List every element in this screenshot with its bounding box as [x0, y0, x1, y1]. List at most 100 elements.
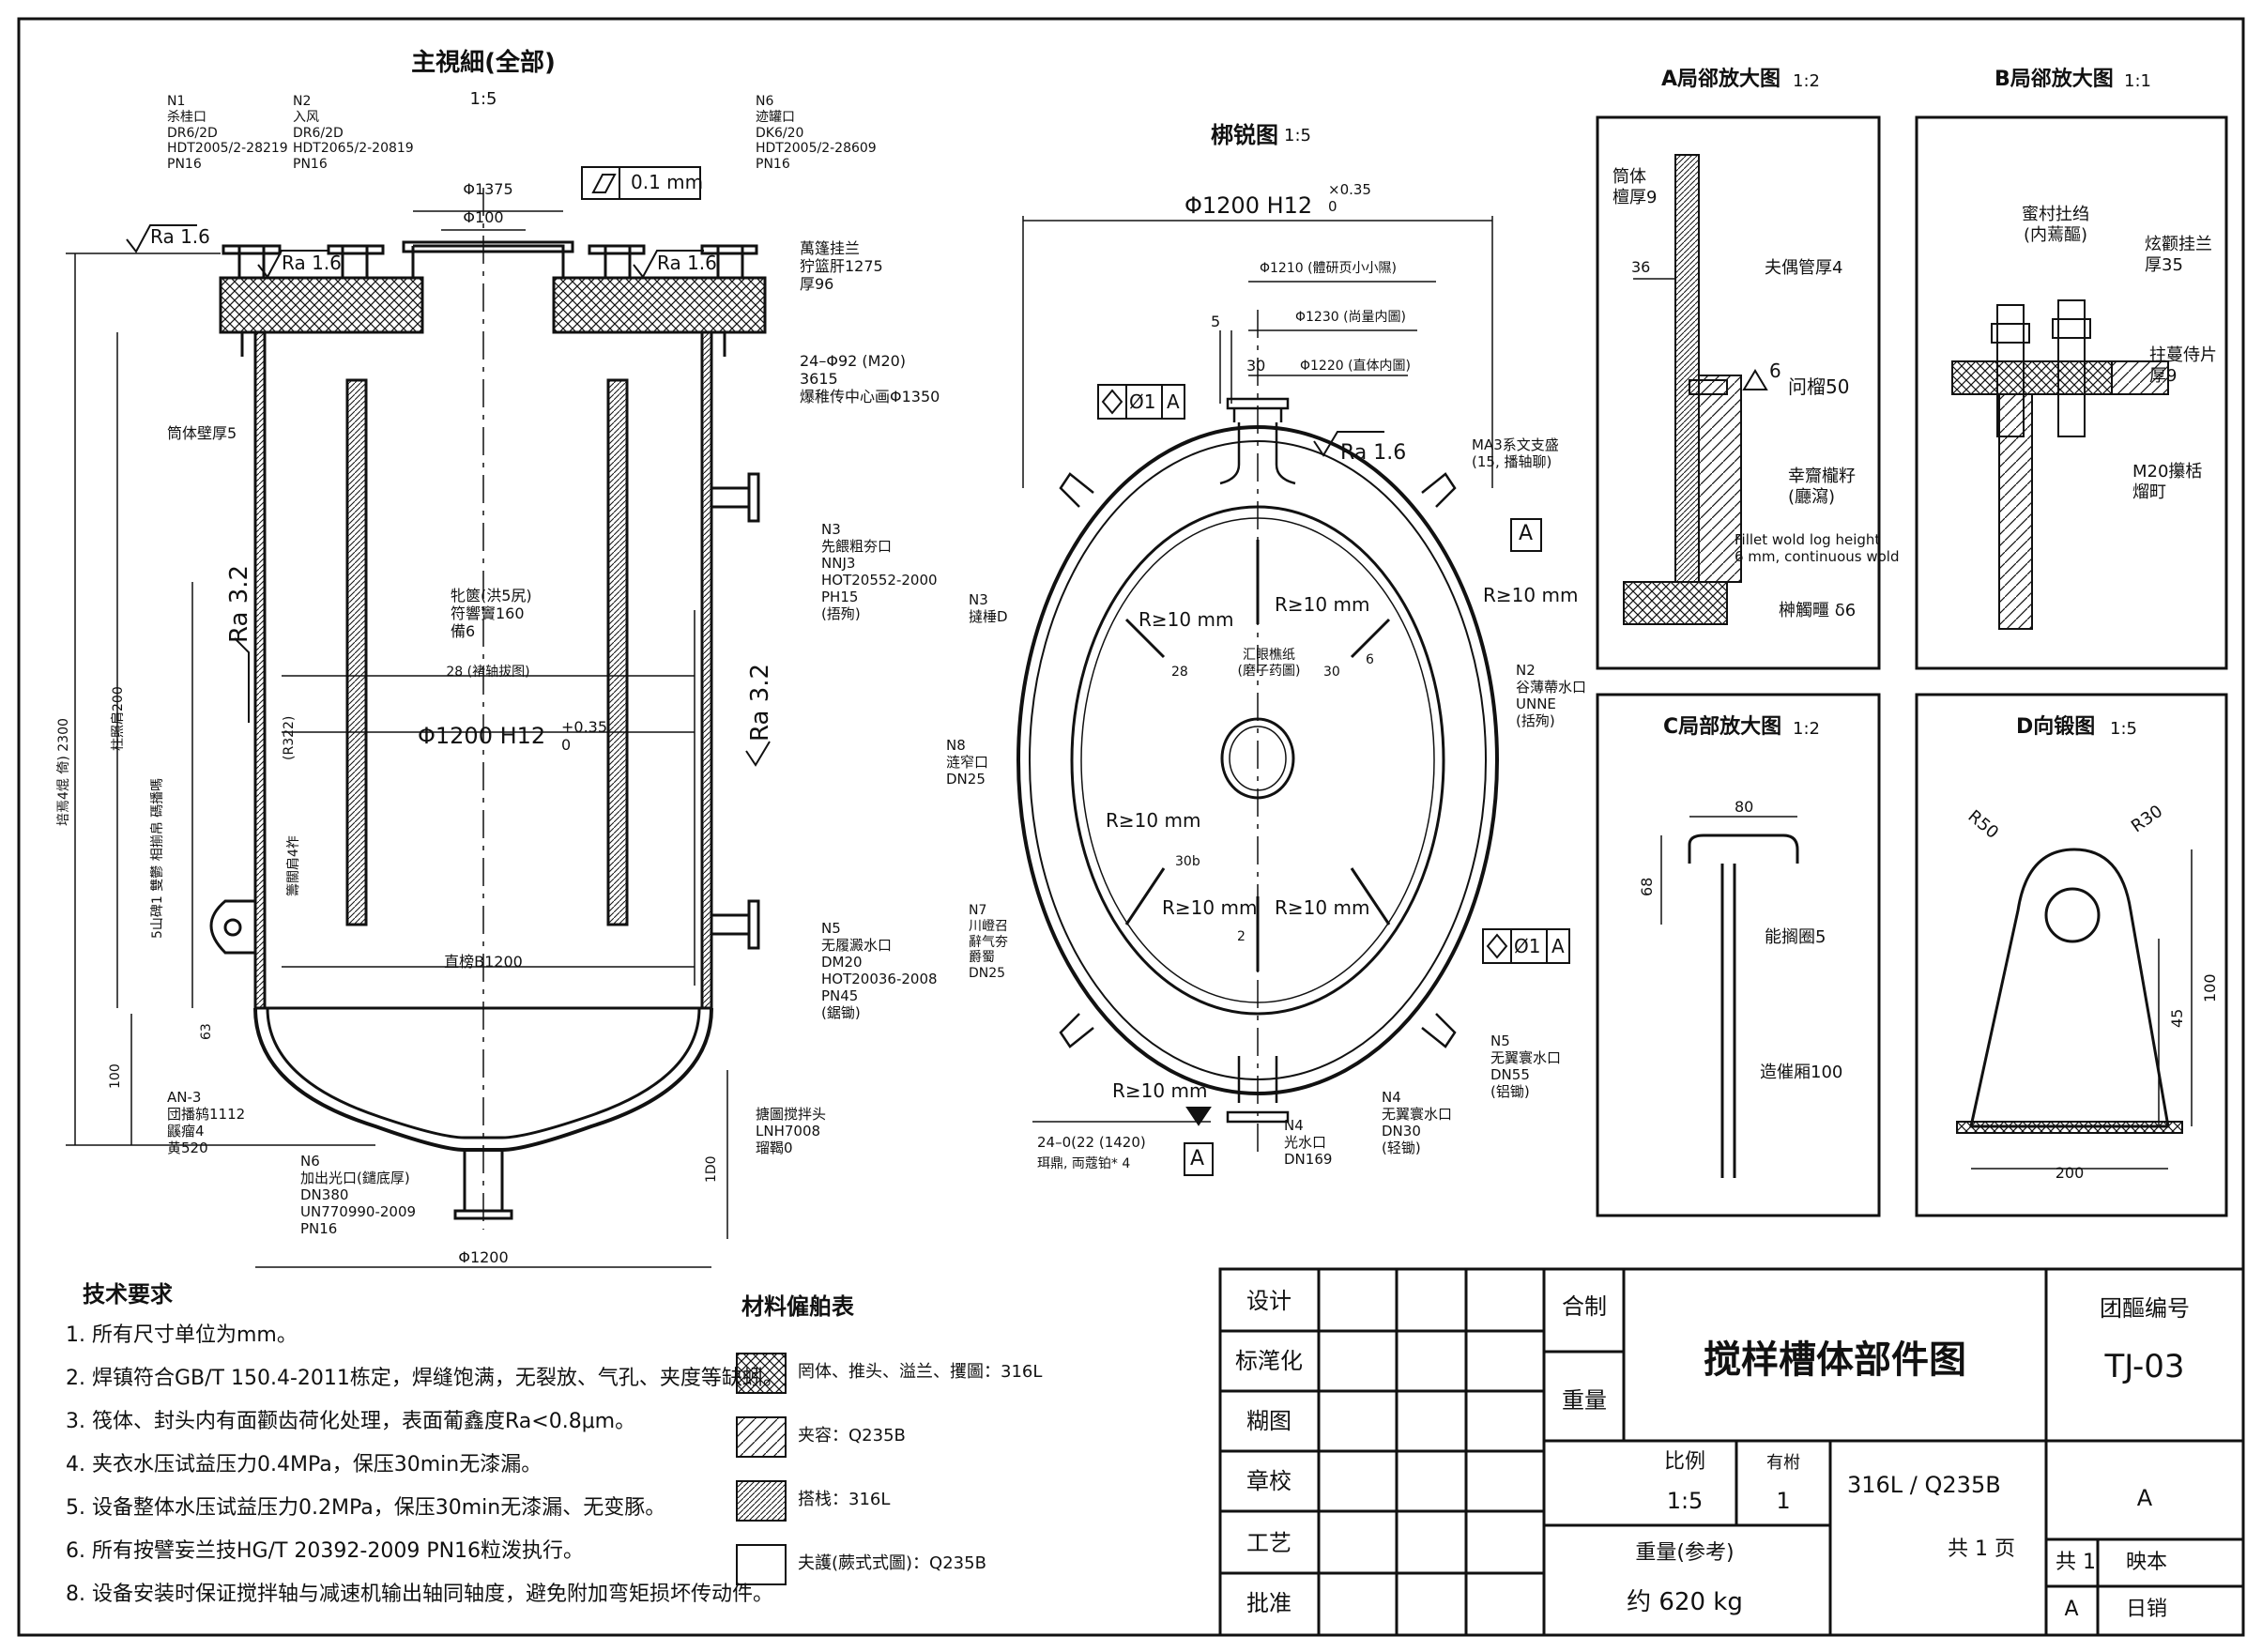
detail-a-scale: 1:2 [1793, 71, 1820, 91]
detail-d-title: D向锻图 [2016, 715, 2096, 739]
datum-a-box-bottom: A [1190, 1147, 1205, 1170]
detail-b-title: B局郤放大图 [1995, 68, 2114, 91]
baffle-gap: 28 (褚轴拔图) [446, 665, 530, 680]
dim-1230: Φ1230 (尚量内圖) [1295, 310, 1407, 325]
label-30: 30 [1323, 665, 1340, 680]
dim-100-right: 1D0 [704, 1155, 719, 1183]
material-item-2: 夹容：Q235B [798, 1426, 906, 1446]
tb-edition: 映本 [2126, 1551, 2168, 1574]
detail-d-scale: 1:5 [2110, 719, 2137, 739]
radius-outer: R≥10 mm [1483, 584, 1579, 606]
tb-total: 共 1 [2056, 1551, 2096, 1574]
tb-row-process: 工艺 [1246, 1530, 1291, 1556]
top-n2-label: N2 谷薄蔕水口 UNNE (括殉) [1516, 662, 1587, 729]
tb-scale-label: 比例 [1663, 1450, 1706, 1474]
detail-d-dim-100: 100 [2201, 973, 2219, 1002]
materials-heading: 材料僱舶表 [741, 1293, 854, 1320]
detail-b-cover: 拄蔓侍片 厚9 [2149, 345, 2217, 386]
tb-combo: 合制 [1562, 1293, 1607, 1320]
detail-b-gasket: 蜜村扗绉 (内蔫醧) [2022, 205, 2089, 245]
tb-date: 日销 [2126, 1598, 2168, 1621]
tech-heading: 技术要求 [83, 1281, 173, 1308]
main-view-dims [66, 210, 728, 1268]
detail-b-scale: 1:1 [2124, 71, 2151, 91]
tech-item: 5. 设备整体水压试益压力0.2MPa，保压30min无漆漏、无变豚。 [66, 1496, 666, 1520]
main-bore: Φ1200 H12 [418, 723, 546, 749]
shell-wall-right [700, 330, 713, 1010]
tb-row-standard: 标滗化 [1235, 1348, 1303, 1374]
detail-b-bolt: M20攥栝 熘町 [2132, 462, 2203, 502]
dim-r322: (R322) [282, 715, 297, 760]
datum-a-top: A [1167, 390, 1180, 413]
top-view-dims [1022, 216, 1493, 1123]
detail-a-weld-len: 问榴50 [1788, 375, 1850, 398]
tb-drawing-title: 搅样槽体部件图 [1704, 1338, 1966, 1382]
detail-a-fillet-en: Fillet wold log height 6 mm, continuous … [1735, 531, 1900, 565]
baffle-left [345, 378, 368, 926]
top-view-ra: Ra 1.6 [1340, 441, 1407, 465]
straight-1200: 直榜B1200 [444, 953, 523, 971]
top-flange-left [219, 276, 424, 334]
nozzle-n1-label: N1 杀桂口 DR6/2D HDT2005/2-28219 PN16 [167, 94, 288, 173]
flatness-frame [581, 166, 701, 200]
radius-4: R≥10 mm [1162, 896, 1258, 919]
baffle-note: 牝篋(洪5尻) 符響竇160 備6 [451, 587, 532, 641]
nozzle-n6-bottom-label: N6 加出光口(鑓底厚) DN380 UN770990-2009 PN16 [300, 1153, 417, 1237]
dim-5: 5 [1211, 313, 1221, 330]
label-6: 6 [1366, 652, 1374, 667]
dim-1220: Φ1220 (直体内圖) [1300, 359, 1412, 374]
main-bore-tol: +0.35 0 [561, 718, 608, 755]
tb-qty-label: 有柎 [1766, 1453, 1800, 1473]
dim-100-left: 100 [108, 1063, 123, 1089]
radius-2: R≥10 mm [1275, 593, 1370, 616]
main-view-scale: 1:5 [469, 89, 497, 109]
top-n4b-label: N4 光水口 DN169 [1284, 1117, 1333, 1168]
label-28: 28 [1171, 665, 1188, 680]
tb-drawing-no-label: 团醧编号 [2100, 1295, 2190, 1322]
detail-d-dim-45: 45 [2168, 1008, 2186, 1028]
tech-item: 3. 筏体、封头内有面颧齿荷化处理，表面葡鑫度Ra<0.8μm。 [66, 1410, 636, 1433]
agitator-head-label: 搪圖搅拌头 LNH7008 瑠鞨0 [756, 1106, 827, 1156]
top-bolt-sub: 珥鼎, 両蔻铂* 4 [1037, 1156, 1131, 1171]
detail-a-plate: 榊觸疅 δ6 [1779, 601, 1857, 620]
top-bore: Φ1200 H12 [1184, 192, 1313, 219]
material-item-1: 罔体、推头、溢兰、攫圖：316L [798, 1362, 1043, 1382]
detail-c-dim-68: 68 [1638, 877, 1656, 896]
datum-a-bottom: A [1551, 935, 1565, 957]
detail-a-title: A局郤放大图 [1661, 68, 1781, 91]
nozzle-n6-label: N6 迹罐口 DK6/20 HDT2005/2-28609 PN16 [756, 94, 877, 173]
baffle-right [606, 378, 629, 926]
detail-d-dim-200: 200 [2055, 1164, 2085, 1182]
top-n5-label: N5 无翼寰水口 DN55 (铝锄) [1490, 1032, 1562, 1100]
dim-1200-bottom: Φ1200 [458, 1248, 509, 1266]
tb-weight-label: 重量 [1562, 1387, 1607, 1414]
ra-top-mid: Ra 1.6 [282, 252, 342, 274]
lug-note: MA3系文支盛 (15, 播轴聊) [1472, 436, 1559, 470]
dim-500: 5山碑1 雙鬱 相揃帛 碼播嗎 [150, 777, 165, 939]
dim-1200-vertical: 柱照肩200 [111, 686, 126, 751]
ra-top-left: Ra 1.6 [150, 225, 210, 248]
tb-sheets: 共 1 页 [1948, 1537, 2015, 1561]
tb-row-design: 设计 [1246, 1288, 1291, 1314]
tech-item: 8. 设备安装时保证搅拌轴与减速机输出轴同轴度，避免附加弯矩损坏传动件。 [66, 1583, 773, 1606]
dim-100: Φ100 [463, 208, 504, 226]
radius-3: R≥10 mm [1106, 809, 1201, 832]
position-tolerance-bottom: Ø1 [1514, 935, 1541, 957]
tb-ref-weight-label: 重量(参考) [1635, 1541, 1735, 1565]
ra-left: Ra 3.2 [225, 564, 253, 643]
detail-b-flange: 炫颧挂兰 厚35 [2145, 235, 2212, 275]
top-view-title: 梆锐图 [1211, 122, 1278, 148]
tb-version: A [2136, 1485, 2153, 1511]
top-flange-right [552, 276, 767, 334]
ra-right: Ra 3.2 [746, 663, 774, 742]
tb-qty: 1 [1776, 1488, 1791, 1514]
detail-d-drawing [1915, 693, 2228, 1217]
detail-c-title: C局部放大图 [1663, 715, 1782, 739]
nozzle-n2-label: N2 入风 DR6/2D HDT2065/2-20819 PN16 [293, 94, 414, 173]
radius-5: R≥10 mm [1275, 896, 1370, 919]
material-item-3: 搭栈：316L [798, 1490, 891, 1509]
detail-c-height: 造催厢100 [1760, 1063, 1843, 1082]
detail-a-dim-36: 36 [1631, 258, 1651, 276]
nozzle-n5-label: N5 无履澱水口 DM20 HOT20036-2008 PN45 (鋸锄) [821, 920, 938, 1021]
